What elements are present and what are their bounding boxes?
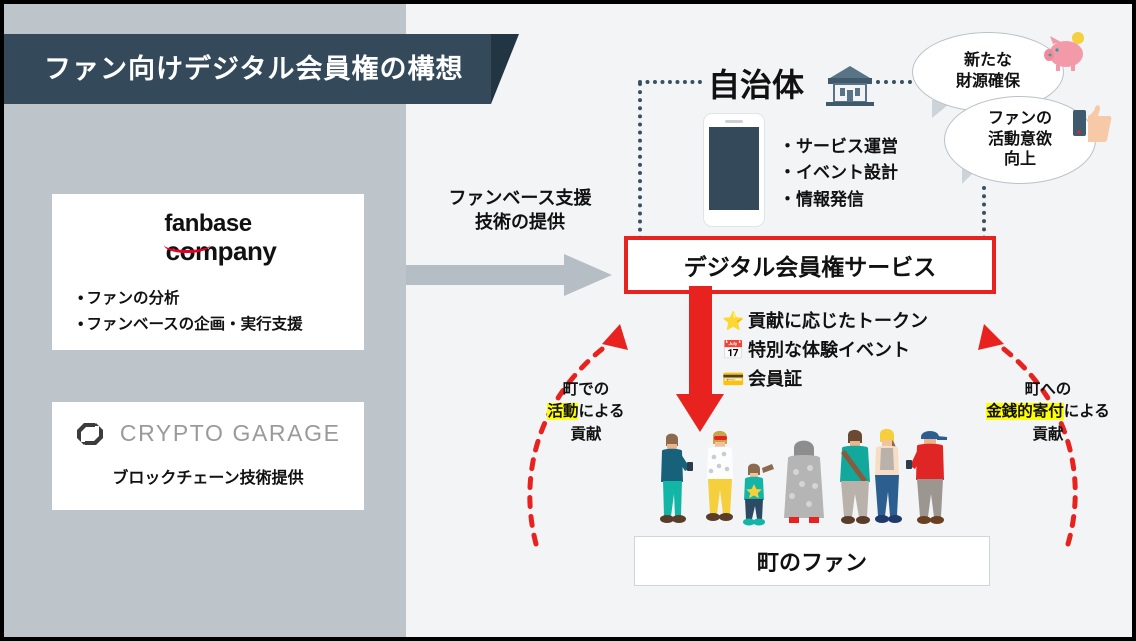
fanbase-smile-icon <box>164 236 210 253</box>
dotted-connector-top-left <box>638 80 702 84</box>
benefit-label: 貢献に応じたトークン <box>748 311 928 331</box>
list-item: ・サービス運営 <box>779 137 898 156</box>
government-title: 自治体 <box>708 67 805 103</box>
benefit-label: 特別な体験イベント <box>748 340 910 361</box>
bubble-line2: 財源確保 <box>955 73 1020 90</box>
fanbase-logo: fanbase company <box>52 212 364 264</box>
highlight-text: 金銭的寄付 <box>986 403 1064 421</box>
calendar-icon: 📅 <box>722 340 745 361</box>
page-title: ファン向けデジタル会員権の構想 <box>44 54 464 84</box>
fanbase-bullet-list: ファンの分析 ファンベースの企画・実行支援 <box>78 286 303 338</box>
thumbs-up-icon <box>1072 100 1112 144</box>
crypto-garage-logo: CRYPTO GARAGE <box>52 420 364 447</box>
contribution-flow-arrow-left <box>527 324 628 547</box>
fanbase-logo-line1: fanbase <box>164 210 252 237</box>
title-ribbon-body <box>4 34 491 104</box>
contribution-flow-arrow-right <box>978 324 1078 547</box>
left-flow-label: 町での 活動による 貢献 <box>522 379 650 446</box>
fanbase-company-card: fanbase company ファンの分析 ファンベースの企画・実行支援 <box>52 194 364 350</box>
title-ribbon-fold <box>491 34 519 104</box>
digital-membership-service-box: デジタル会員権サービス <box>624 236 996 294</box>
list-item: 💳会員証 <box>722 365 928 394</box>
list-item: ・イベント設計 <box>779 163 898 183</box>
list-item: 📅特別な体験イベント <box>722 336 928 365</box>
service-to-fans-arrow-icon <box>676 286 724 432</box>
town-fans-box: 町のファン <box>634 536 990 586</box>
connector-arrow-label: ファンベース支援 技術の提供 <box>422 186 618 235</box>
highlight-text: 活動 <box>547 403 579 421</box>
list-item: ・情報発信 <box>779 189 864 209</box>
crypto-garage-name: CRYPTO GARAGE <box>119 420 341 446</box>
bubble-line1: ファンの <box>987 109 1052 127</box>
right-flow-label-line2: 金銭的寄付による <box>962 401 1132 423</box>
crypto-garage-mark-icon <box>75 421 105 447</box>
slide-canvas: ファン向けデジタル会員権の構想 fanbase company ファンの分析 フ… <box>4 4 1132 637</box>
left-flow-label-line1: 町での <box>562 381 610 398</box>
right-flow-label-line1: 町への <box>1024 381 1072 398</box>
benefit-list: ⭐貢献に応じたトークン 📅特別な体験イベント 💳会員証 <box>722 307 928 394</box>
list-item: ⭐貢献に応じたトークン <box>722 307 928 336</box>
left-flow-label-line2: 活動による <box>522 401 650 423</box>
right-flow-label-line3: 貢献 <box>1032 425 1064 443</box>
connector-arrow-label-line2: 技術の提供 <box>475 212 565 233</box>
plain-text: による <box>578 403 625 421</box>
group-of-people-illustration <box>660 428 947 526</box>
connector-arrow-icon <box>406 254 612 296</box>
dotted-connector-top-right <box>876 80 920 84</box>
dotted-connector-right <box>982 186 986 248</box>
membership-card-icon: 💳 <box>722 369 745 390</box>
dotted-connector-left <box>638 82 642 248</box>
benefit-label: 会員証 <box>748 369 802 390</box>
connector-arrow-label-line1: ファンベース支援 <box>448 188 592 208</box>
government-building-icon <box>826 64 874 106</box>
right-flow-label: 町への 金銭的寄付による 貢献 <box>962 379 1132 446</box>
list-item: ファンベースの企画・実行支援 <box>78 312 302 338</box>
plain-text: による <box>1063 403 1110 421</box>
benefit-bubble-motivation: ファンの 活動意欲 向上 <box>944 96 1096 184</box>
fanbase-logo-line2: company <box>165 236 277 266</box>
piggy-bank-icon <box>1044 32 1090 72</box>
crypto-garage-card: CRYPTO GARAGE ブロックチェーン技術提供 <box>52 402 364 510</box>
left-flow-label-line3: 貢献 <box>570 425 602 443</box>
bubble-line3: 向上 <box>1003 151 1036 169</box>
crypto-garage-caption: ブロックチェーン技術提供 <box>112 470 304 487</box>
smartphone-icon <box>704 114 764 226</box>
bubble-line2: 活動意欲 <box>987 130 1052 148</box>
bubble-line1: 新たな <box>963 52 1012 70</box>
list-item: ファンの分析 <box>78 286 303 312</box>
star-icon: ⭐ <box>722 311 745 331</box>
title-ribbon: ファン向けデジタル会員権の構想 <box>4 34 519 110</box>
government-bullet-list: ・サービス運営 ・イベント設計 ・情報発信 <box>779 134 898 213</box>
